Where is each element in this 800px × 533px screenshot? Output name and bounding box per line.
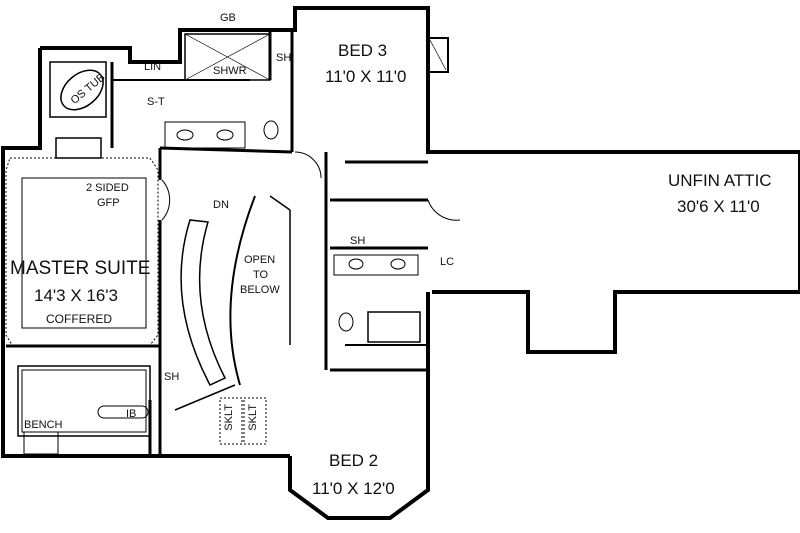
label-lin: LIN — [144, 61, 162, 73]
bed2-name: BED 2 — [329, 451, 379, 470]
label-gfp-2: GFP — [97, 197, 120, 209]
bed2-dims: 11'0 X 12'0 — [312, 479, 395, 498]
label-st: S-T — [147, 96, 165, 108]
exterior-wall-east — [288, 292, 430, 520]
coffered-ceiling — [5, 157, 159, 346]
label-sh-bed3: SH — [350, 235, 366, 247]
label-shwr: SHWR — [213, 65, 247, 77]
bed3-name: BED 3 — [338, 41, 388, 60]
label-open-3: BELOW — [240, 284, 280, 296]
label-sh-master: SH — [164, 371, 180, 383]
master-dims: 14'3 X 16'3 — [34, 286, 119, 305]
master-name: MASTER SUITE — [10, 258, 151, 279]
exterior-wall-west — [1, 48, 290, 458]
label-dn: DN — [213, 199, 229, 211]
attic-name: UNFIN ATTIC — [668, 171, 772, 190]
label-sklt-1: SKLT — [223, 404, 235, 431]
label-ib: IB — [126, 408, 137, 420]
master-note: COFFERED — [46, 312, 112, 326]
tub — [60, 69, 104, 111]
curved-stair — [180, 219, 227, 386]
exterior-wall-attic — [432, 152, 800, 354]
label-sklt-2: SKLT — [247, 404, 259, 431]
label-bench: BENCH — [24, 419, 63, 431]
label-lc: LC — [440, 256, 455, 268]
exterior-wall-north — [40, 6, 800, 154]
attic-dims: 30'6 X 11'0 — [677, 197, 760, 216]
label-open-2: TO — [253, 269, 269, 281]
label-gb: GB — [220, 12, 236, 24]
bed3-dims: 11'0 X 11'0 — [325, 67, 407, 86]
label-sh-bath: SH — [276, 52, 292, 64]
label-gfp-1: 2 SIDED — [86, 182, 129, 194]
label-open-1: OPEN — [244, 254, 276, 266]
